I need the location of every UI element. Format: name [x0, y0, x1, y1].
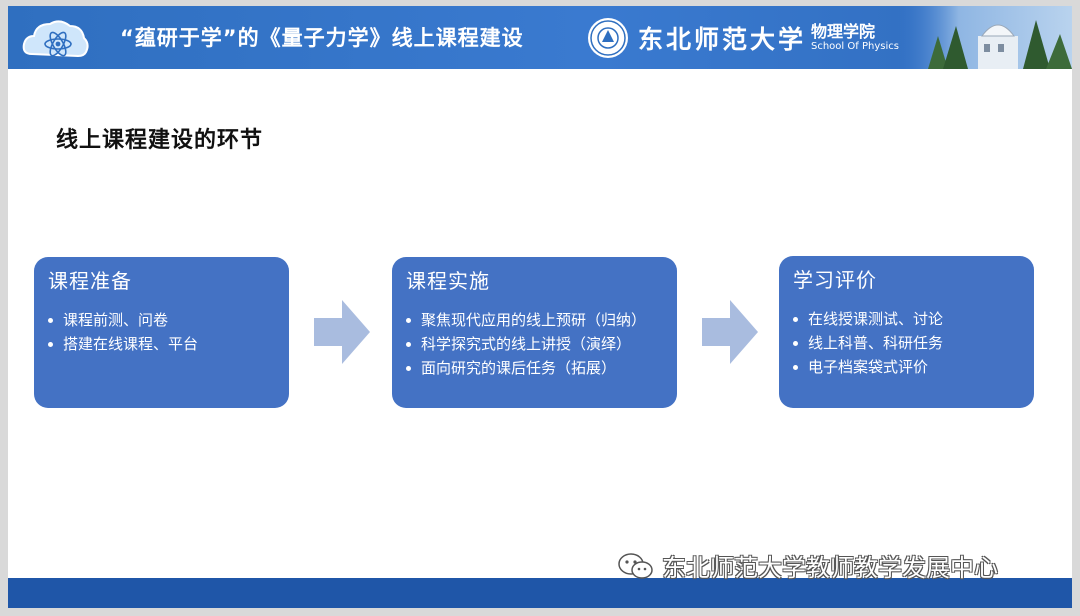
bullet-icon [406, 365, 411, 371]
course-title: “蕴研于学”的《量子力学》线上课程建设 [120, 26, 524, 50]
list-item-text: 在线授课测试、讨论 [808, 310, 944, 328]
cloud-atom-logo-icon [22, 20, 89, 58]
slide-header: “蕴研于学”的《量子力学》线上课程建设 东北师范大学 物理学院 School O… [8, 6, 1072, 69]
stage-item-list: 在线授课测试、讨论 线上科普、科研任务 电子档案袋式评价 [793, 307, 1020, 379]
list-item: 在线授课测试、讨论 [793, 307, 1020, 331]
bullet-icon [48, 341, 53, 347]
stage-box-preparation: 课程准备 课程前测、问卷 搭建在线课程、平台 [34, 257, 289, 408]
stage-title: 课程准备 [48, 269, 132, 293]
bullet-icon [793, 340, 798, 346]
slide: “蕴研于学”的《量子力学》线上课程建设 东北师范大学 物理学院 School O… [8, 6, 1072, 608]
university-name: 东北师范大学 [638, 25, 807, 54]
observatory-photo [898, 6, 1072, 69]
list-item: 课程前测、问卷 [48, 308, 275, 332]
section-title: 线上课程建设的环节 [56, 128, 264, 153]
bullet-icon [48, 317, 53, 323]
list-item: 面向研究的课后任务（拓展） [406, 356, 663, 380]
bullet-icon [406, 317, 411, 323]
list-item-text: 课程前测、问卷 [63, 311, 169, 329]
bullet-icon [406, 341, 411, 347]
watermark-text: 东北师范大学教师教学发展中心 [662, 554, 998, 582]
bullet-icon [793, 316, 798, 322]
list-item-text: 搭建在线课程、平台 [63, 335, 199, 353]
bullet-icon [793, 364, 798, 370]
college-name-en: School Of Physics [811, 41, 899, 52]
stage-item-list: 课程前测、问卷 搭建在线课程、平台 [48, 308, 275, 356]
list-item: 科学探究式的线上讲授（演绎） [406, 332, 663, 356]
list-item: 搭建在线课程、平台 [48, 332, 275, 356]
list-item-text: 聚焦现代应用的线上预研（归纳） [421, 311, 647, 329]
list-item: 电子档案袋式评价 [793, 355, 1020, 379]
wechat-watermark: 东北师范大学教师教学发展中心 [616, 548, 998, 583]
list-item: 线上科普、科研任务 [793, 331, 1020, 355]
stage-box-evaluation: 学习评价 在线授课测试、讨论 线上科普、科研任务 电子档案袋式评价 [779, 256, 1034, 408]
wechat-icon [618, 552, 653, 579]
list-item: 聚焦现代应用的线上预研（归纳） [406, 308, 663, 332]
university-seal-icon [588, 18, 628, 58]
slide-footer-bar [8, 578, 1072, 608]
list-item-text: 电子档案袋式评价 [808, 358, 929, 376]
stage-title: 学习评价 [793, 268, 877, 292]
stage-item-list: 聚焦现代应用的线上预研（归纳） 科学探究式的线上讲授（演绎） 面向研究的课后任务… [406, 308, 663, 380]
stage-box-implementation: 课程实施 聚焦现代应用的线上预研（归纳） 科学探究式的线上讲授（演绎） 面向研究… [392, 257, 677, 408]
right-arrow-icon [314, 300, 370, 364]
list-item-text: 线上科普、科研任务 [808, 334, 944, 352]
list-item-text: 科学探究式的线上讲授（演绎） [421, 335, 632, 353]
list-item-text: 面向研究的课后任务（拓展） [421, 359, 617, 377]
college-name: 物理学院 [811, 22, 876, 41]
right-arrow-icon [702, 300, 758, 364]
stage-title: 课程实施 [406, 269, 490, 293]
